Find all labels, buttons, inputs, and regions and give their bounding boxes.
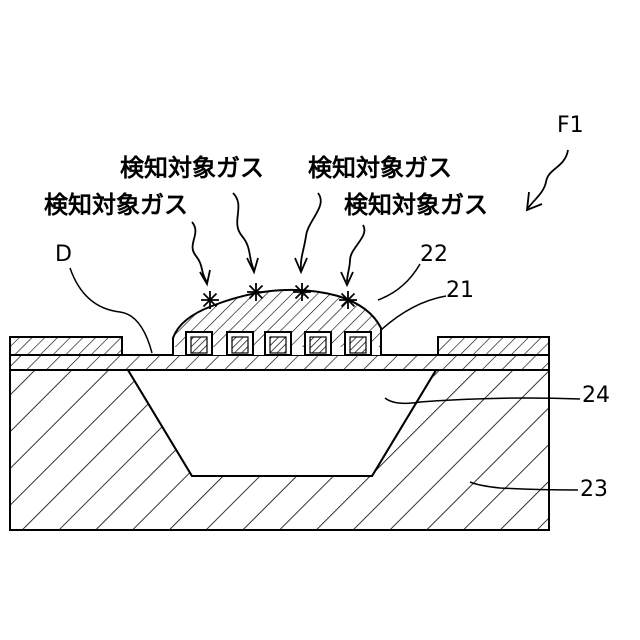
ref-label-22: 22 [420, 244, 448, 266]
gas-label-2: 検知対象ガス [308, 156, 452, 180]
ref-label-23: 23 [580, 479, 608, 501]
gas-label-4: 検知対象ガス [344, 193, 488, 217]
gas-label-1: 検知対象ガス [120, 156, 264, 180]
right-pad [438, 337, 549, 355]
gas-label-3: 検知対象ガス [44, 193, 188, 217]
figure-id-f1: F1 [557, 115, 584, 137]
ref-label-24: 24 [582, 385, 610, 407]
membrane-layer [10, 355, 549, 370]
f1-arrow [527, 150, 568, 210]
ref-label-21: 21 [446, 280, 474, 302]
left-pad [10, 337, 122, 355]
gas-flow-arrows [192, 193, 364, 285]
ref-label-d: D [55, 244, 72, 266]
